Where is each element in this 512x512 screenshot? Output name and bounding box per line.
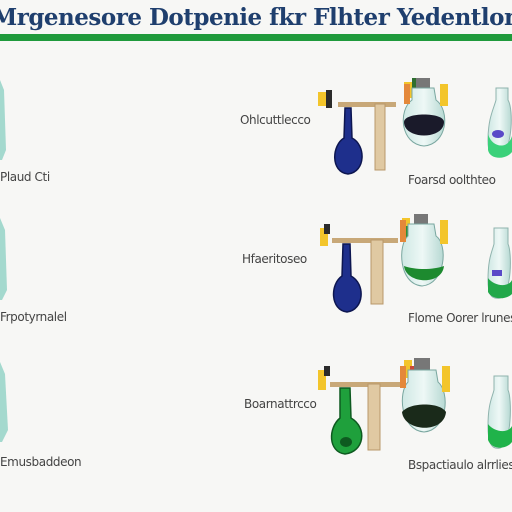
jar-icon — [487, 227, 512, 299]
round-bottom-flask-icon — [332, 243, 362, 313]
page-title: Mrgenesore Dotpenie fkr Flhter Yedentlon — [0, 3, 512, 31]
beaker-icon — [400, 358, 450, 433]
row-2-flask-caption: Flome Oorer lrunes — [408, 311, 512, 325]
round-bottom-flask-icon — [330, 387, 363, 455]
jar-icon — [487, 375, 512, 449]
title-divider — [0, 34, 512, 41]
row-3-flask-caption: Bspactiaulo alrrlies — [408, 458, 512, 472]
tall-flask-icon — [0, 362, 8, 442]
row-3-apparatus-label: Boarnattrcco — [244, 397, 317, 411]
tall-flask-icon — [0, 218, 7, 300]
row-1-flask-caption: Foarsd oolthteo — [408, 173, 496, 187]
row-1-apparatus-label: Ohlcuttlecco — [240, 113, 311, 127]
row-2-left-label: Frpotyrnalel — [0, 310, 67, 324]
beaker-icon — [400, 214, 448, 287]
round-bottom-flask-icon — [334, 107, 363, 175]
beaker-icon — [402, 78, 448, 147]
jar-icon — [487, 87, 512, 158]
row-2-apparatus-label: Hfaeritoseo — [242, 252, 307, 266]
row-1-left-label: Plaud Cti — [0, 170, 50, 184]
row-3-left-label: Emusbaddeon — [0, 455, 82, 469]
tall-flask-icon — [0, 80, 6, 160]
